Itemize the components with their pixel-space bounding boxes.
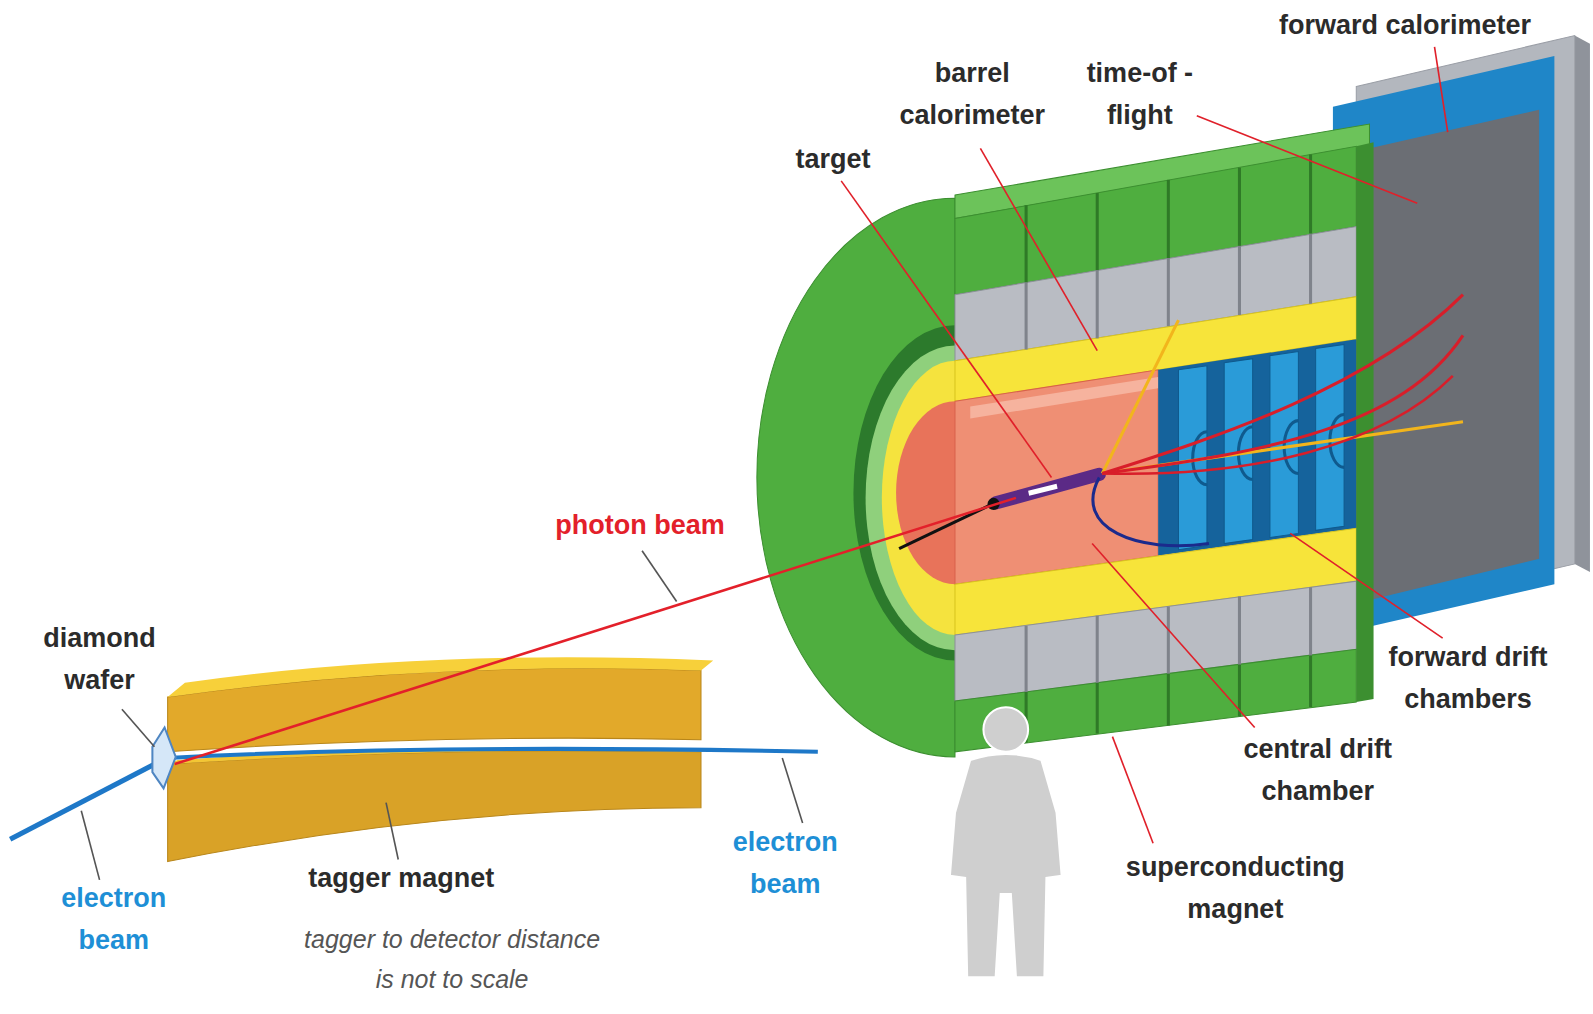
barrel-front bbox=[882, 361, 955, 635]
drawing-part bbox=[1238, 596, 1241, 664]
drawing-part bbox=[782, 758, 802, 823]
drawing-part bbox=[1025, 282, 1028, 349]
target-window bbox=[1028, 484, 1057, 496]
part-label: time-of -flight bbox=[1072, 53, 1207, 137]
drawing-part bbox=[1309, 154, 1312, 233]
leader-lines bbox=[81, 551, 802, 880]
drawing-part bbox=[1238, 168, 1241, 246]
drawing-part bbox=[1309, 587, 1312, 655]
magnet-end-ring bbox=[1356, 142, 1373, 702]
drawing-part bbox=[1096, 683, 1099, 734]
cdc-highlight bbox=[970, 377, 1158, 419]
diamond-radiator bbox=[152, 727, 175, 788]
drawing-part bbox=[81, 811, 99, 880]
leader-lines bbox=[841, 47, 1448, 844]
particle-track bbox=[1102, 376, 1453, 474]
drawing-part bbox=[1167, 674, 1170, 726]
drawing-part bbox=[1238, 246, 1241, 315]
drawing-part bbox=[1096, 193, 1099, 270]
particle-track bbox=[1102, 335, 1463, 473]
electron-beam-out bbox=[168, 749, 818, 758]
tagger-upper-top bbox=[168, 657, 714, 697]
calorimeter-side bbox=[1575, 36, 1590, 572]
cdc-front bbox=[896, 401, 955, 584]
drawing-part bbox=[1167, 180, 1170, 258]
part-label: forward drift chambers bbox=[1353, 637, 1583, 721]
drawing-part bbox=[1096, 270, 1099, 338]
beam-label: photon beam bbox=[530, 505, 750, 547]
drawing-part bbox=[1309, 234, 1312, 304]
photon-beam-line bbox=[175, 498, 1016, 764]
drawing-part bbox=[1025, 205, 1028, 282]
drawing-part bbox=[841, 181, 1051, 478]
part-label: superconducting magnet bbox=[1110, 847, 1360, 931]
drawing-part bbox=[386, 803, 398, 860]
fdc-plate bbox=[1316, 344, 1344, 530]
beam-label: electron beam bbox=[715, 822, 855, 906]
beam-label: electron beam bbox=[44, 878, 184, 962]
tagger-magnet-lower bbox=[168, 751, 701, 862]
part-label: target bbox=[773, 139, 893, 181]
drawing-part bbox=[950, 754, 1062, 978]
drawing-part bbox=[642, 551, 677, 602]
drawing-part bbox=[980, 148, 1097, 350]
drawing-part bbox=[1290, 533, 1442, 638]
drawing-part bbox=[1309, 655, 1312, 707]
part-label: barrel calorimeter bbox=[872, 53, 1072, 137]
particle-track bbox=[1102, 295, 1463, 474]
particle-track bbox=[1102, 320, 1178, 473]
drawing-part bbox=[1435, 47, 1448, 132]
person-silhouette bbox=[950, 707, 1062, 977]
part-label: central drift chamber bbox=[1213, 729, 1423, 813]
magnet-front-face bbox=[757, 198, 955, 757]
part-label: forward calorimeter bbox=[1235, 5, 1575, 47]
drawing-part bbox=[1167, 607, 1170, 674]
drawing-part bbox=[1092, 544, 1255, 728]
part-label: diamond wafer bbox=[25, 618, 175, 702]
drawing-part bbox=[1167, 258, 1170, 326]
drawing-part bbox=[1025, 626, 1028, 692]
drawing-part bbox=[1197, 116, 1417, 203]
drawing-part bbox=[1096, 616, 1099, 683]
bore-lining bbox=[866, 345, 955, 650]
part-label: tagger magnet bbox=[271, 858, 531, 900]
magnet-bore bbox=[853, 325, 955, 660]
drawing-part bbox=[983, 707, 1028, 752]
drawing-part bbox=[122, 709, 155, 747]
particle-track bbox=[1093, 478, 1209, 546]
note-label: tagger to detector distance is not to sc… bbox=[297, 919, 607, 999]
drawing-part bbox=[1112, 737, 1153, 844]
central-drift-chamber bbox=[955, 370, 1158, 584]
